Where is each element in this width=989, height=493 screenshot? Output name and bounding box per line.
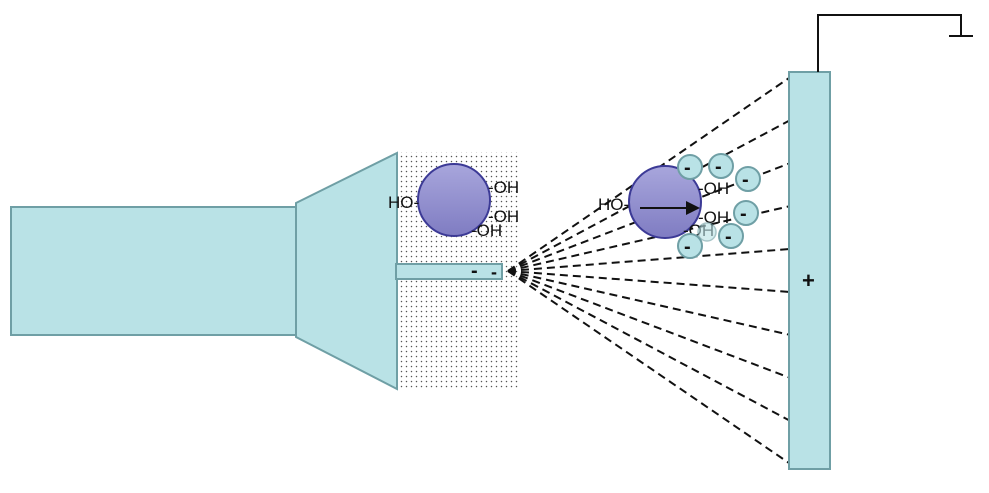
ion-minus-sign: - xyxy=(740,203,747,225)
needle-minus-sign: - xyxy=(471,260,478,282)
ion-minus-sign: - xyxy=(742,169,749,191)
negative-ion: - xyxy=(733,200,759,226)
field-line xyxy=(507,270,790,336)
syringe-taper xyxy=(295,151,398,391)
capillary-needle xyxy=(395,263,503,280)
field-line xyxy=(507,270,790,422)
arrow-head-icon xyxy=(686,201,700,215)
particle-sphere xyxy=(628,165,702,239)
oh-group-label: -OH xyxy=(698,179,729,198)
negative-ion: - xyxy=(718,223,744,249)
negative-ions: - - - - - - xyxy=(677,153,761,259)
field-lines xyxy=(507,77,790,464)
oh-group-label: -OH xyxy=(488,207,519,226)
counter-electrode xyxy=(788,71,831,470)
ion-minus-sign: - xyxy=(715,156,722,178)
negative-ion xyxy=(697,222,717,242)
field-line xyxy=(507,270,790,293)
field-line xyxy=(507,270,790,464)
ion-minus-sign: - xyxy=(725,226,732,248)
negative-ion: - xyxy=(677,233,703,259)
particle-in-solution: HO- -OH -OH -OH xyxy=(388,163,519,240)
ion-minus-sign: - xyxy=(684,236,691,258)
negative-ion: - xyxy=(677,154,703,180)
ho-group-label: HO- xyxy=(598,195,629,214)
ion-minus-sign: - xyxy=(684,157,691,179)
oh-group-label: -OH xyxy=(471,221,502,240)
oh-group-label: -OH xyxy=(488,178,519,197)
negative-ion: - xyxy=(708,153,734,179)
field-line xyxy=(507,270,790,379)
syringe-barrel xyxy=(10,206,297,336)
ho-group-label: HO- xyxy=(388,193,419,212)
needle-tip-minus-sign: - xyxy=(491,262,497,282)
field-line xyxy=(507,248,790,272)
oh-group-label: -OH xyxy=(698,208,729,227)
ground-wire xyxy=(817,14,962,72)
negative-ion: - xyxy=(735,166,761,192)
electrode-plus-sign: + xyxy=(802,268,815,293)
particle-sphere xyxy=(417,163,491,237)
